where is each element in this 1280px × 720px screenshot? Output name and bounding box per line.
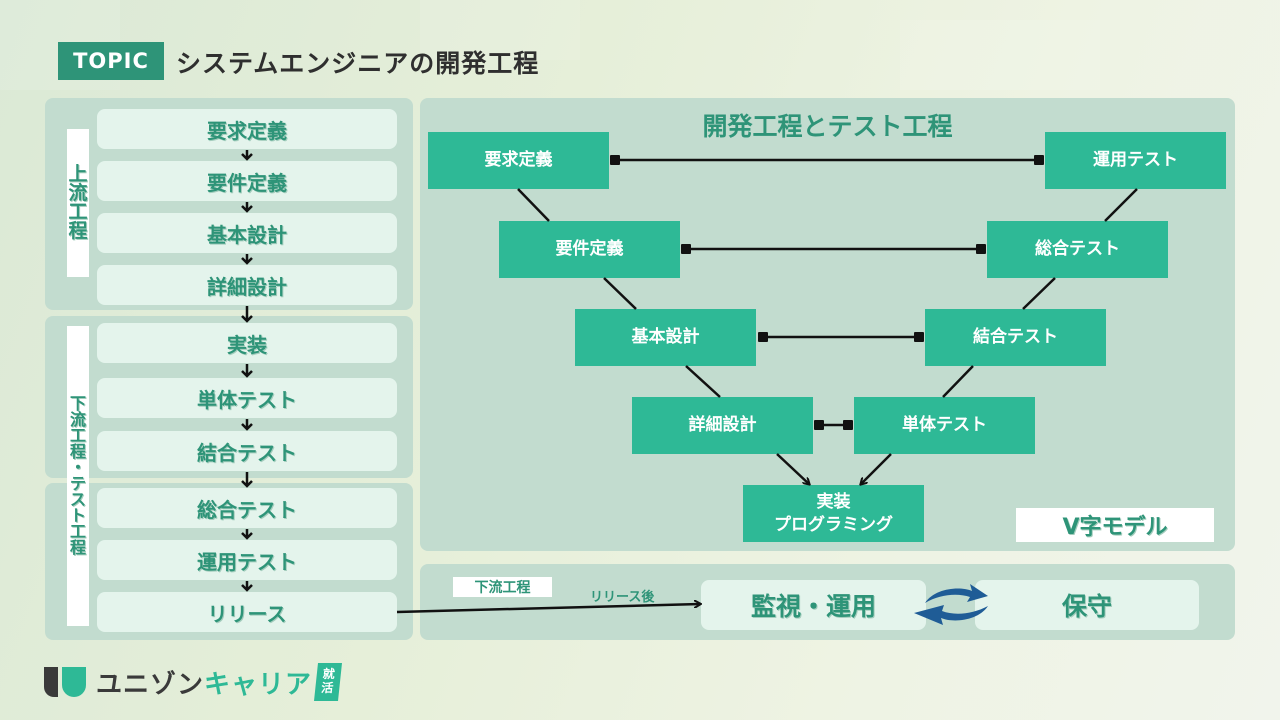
step-system-test: 総合テスト (97, 488, 397, 528)
vbox-label: 実装 (816, 491, 851, 512)
step-release: リリース (97, 592, 397, 632)
logo-mark-icon (44, 665, 88, 699)
background-tile (900, 20, 1100, 90)
logo-text-dark: ユニゾン (96, 669, 205, 700)
step-detailed-design: 詳細設計 (97, 265, 397, 305)
unison-career-logo: ユニゾンキャリア 就 活 (44, 663, 343, 701)
vbox-label: 結合テスト (973, 327, 1058, 348)
vbox-implementation: 実装 プログラミング (743, 485, 924, 542)
upstream-label-char: 上 (68, 163, 88, 185)
step-integration-test: 結合テスト (97, 431, 397, 471)
step-requirements-specification: 要件定義 (97, 161, 397, 201)
step-implementation: 実装 (97, 323, 397, 363)
downstream-label-char: テ (69, 474, 86, 493)
downstream-label-char: ト (69, 506, 86, 525)
monitor-operate-box: 監視・運用 (701, 580, 926, 630)
vbox-requirements-definition: 要求定義 (428, 132, 609, 189)
vbox-label: 運用テスト (1093, 150, 1178, 171)
upstream-label-char: 程 (68, 220, 88, 242)
vbox-label: 総合テスト (1035, 239, 1120, 260)
vbox-basic-design: 基本設計 (575, 309, 756, 366)
downstream-label-char: 下 (69, 394, 86, 413)
step-unit-test: 単体テスト (97, 378, 397, 418)
logo-badge-char: 活 (320, 681, 335, 695)
vbox-label: 基本設計 (631, 327, 700, 348)
vbox-system-test: 総合テスト (987, 221, 1168, 278)
page-title: システムエンジニアの開発工程 (176, 49, 540, 78)
logo-badge-char: 就 (322, 667, 336, 682)
upstream-label: 上 流 工 程 (67, 129, 89, 277)
downstream-label-char: 流 (69, 410, 86, 429)
upstream-label-char: 流 (68, 182, 88, 204)
logo-badge: 就 活 (314, 663, 343, 701)
vbox-detailed-design: 詳細設計 (632, 397, 813, 454)
downstream-label-char: 工 (69, 426, 86, 445)
vbox-operation-test: 運用テスト (1045, 132, 1226, 189)
background-tile (420, 0, 580, 60)
vmodel-tag: V字モデル (1016, 508, 1214, 542)
vbox-label: 要求定義 (484, 150, 553, 171)
topic-badge: TOPIC (58, 42, 164, 80)
downstream-label-char: 程 (69, 538, 86, 557)
vbox-sublabel: プログラミング (774, 514, 893, 535)
maintenance-box: 保守 (975, 580, 1199, 630)
vmodel-title: 開発工程とテスト工程 (702, 112, 953, 141)
downstream-label-char: ス (69, 490, 86, 509)
downstream-label-char: ・ (69, 458, 86, 477)
vbox-label: 単体テスト (902, 415, 987, 436)
release-after-label: リリース後 (590, 590, 655, 605)
vbox-label: 詳細設計 (688, 415, 757, 436)
downstream-tag: 下流工程 (453, 577, 552, 597)
downstream-test-label: 下 流 工 程 ・ テ ス ト 工 程 (67, 326, 89, 626)
step-requirements-definition: 要求定義 (97, 109, 397, 149)
vbox-requirements-specification: 要件定義 (499, 221, 680, 278)
step-operation-test: 運用テスト (97, 540, 397, 580)
vbox-unit-test: 単体テスト (854, 397, 1035, 454)
vbox-label: 要件定義 (555, 239, 624, 260)
logo-text: ユニゾンキャリア (96, 664, 312, 701)
downstream-label-char: 程 (69, 442, 86, 461)
logo-text-green: キャリア (204, 669, 313, 700)
vbox-integration-test: 結合テスト (925, 309, 1106, 366)
downstream-label-char: 工 (69, 522, 86, 541)
upstream-label-char: 工 (68, 201, 88, 223)
step-basic-design: 基本設計 (97, 213, 397, 253)
